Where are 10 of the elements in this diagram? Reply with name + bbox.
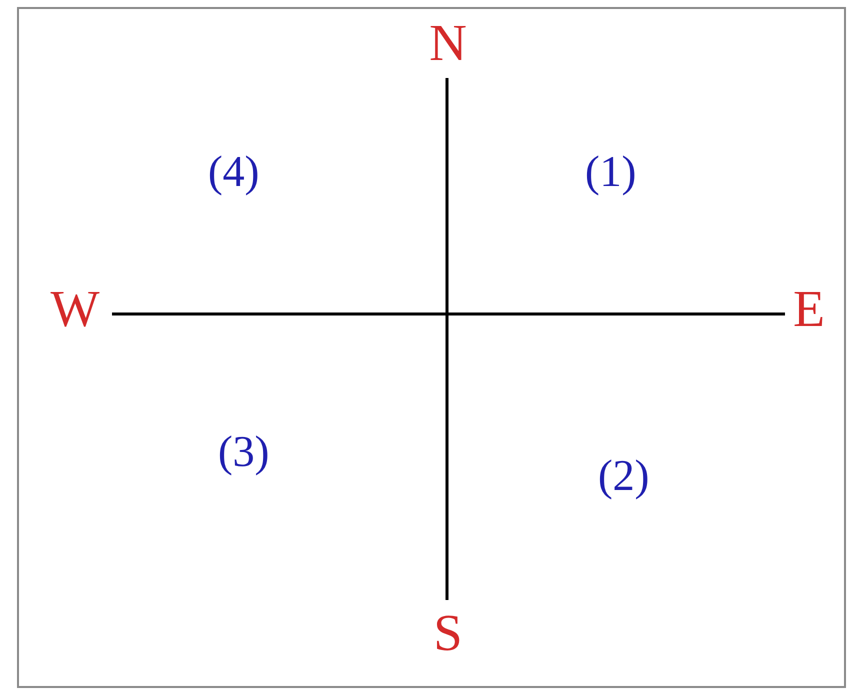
quadrant-number: (4) <box>208 148 260 196</box>
compass-direction-label: N <box>426 16 470 72</box>
axis-line <box>446 78 448 600</box>
compass-direction-label: E <box>787 282 831 338</box>
axis-line <box>112 312 785 316</box>
quadrant-number: (1) <box>585 148 636 196</box>
quadrant-number: (3) <box>218 428 270 476</box>
compass-direction-label: S <box>428 606 468 662</box>
quadrant-number: (2) <box>598 452 650 500</box>
compass-direction-label: W <box>40 282 110 338</box>
